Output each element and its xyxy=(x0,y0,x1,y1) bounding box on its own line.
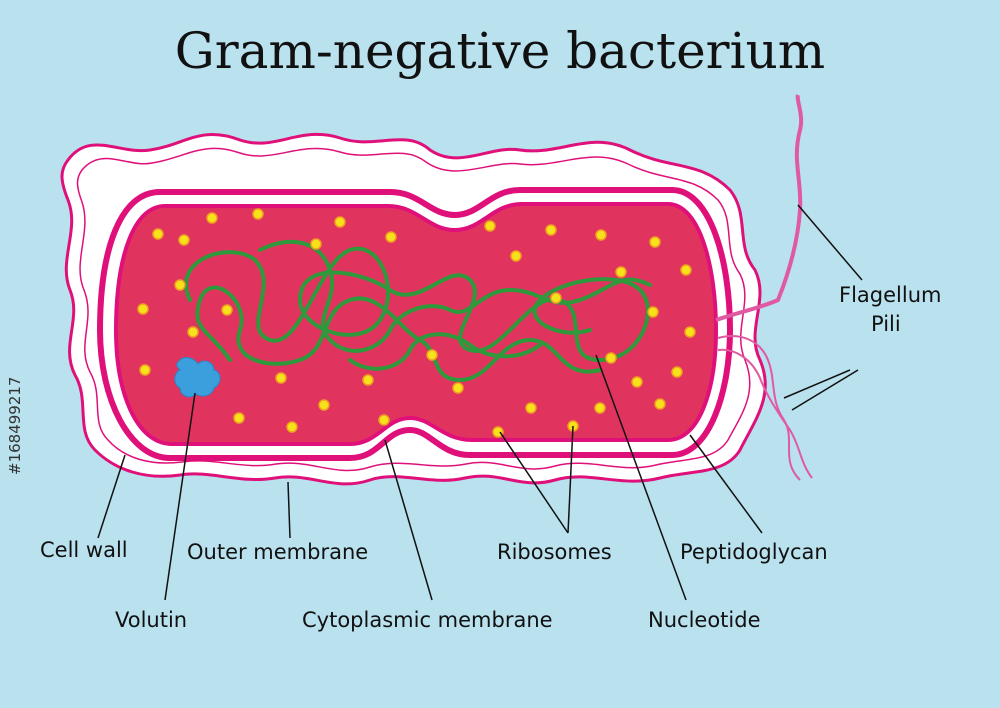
stock-id-text: #168499217 xyxy=(6,376,24,475)
flagellum xyxy=(715,94,804,322)
label-peptidoglycan: Peptidoglycan xyxy=(680,540,828,564)
cytoplasm xyxy=(113,202,719,446)
label-flagellum: Flagellum xyxy=(839,283,942,307)
label-cytoplasmic-membrane: Cytoplasmic membrane xyxy=(302,608,553,632)
label-volutin: Volutin xyxy=(115,608,188,632)
ribosomes xyxy=(137,208,696,438)
outer-membrane-inner-line xyxy=(76,147,751,472)
pili-1 xyxy=(717,335,801,481)
label-cell-wall: Cell wall xyxy=(40,538,128,562)
volutin-granule xyxy=(174,357,221,398)
label-pili: Pili xyxy=(871,312,901,336)
label-outer-membrane: Outer membrane xyxy=(187,540,369,564)
label-ribosomes: Ribosomes xyxy=(497,540,612,564)
label-nucleotide: Nucleotide xyxy=(648,608,761,632)
diagram-title: Gram-negative bacterium xyxy=(174,22,826,80)
pili-2 xyxy=(717,348,813,479)
leader-lines xyxy=(97,204,863,601)
